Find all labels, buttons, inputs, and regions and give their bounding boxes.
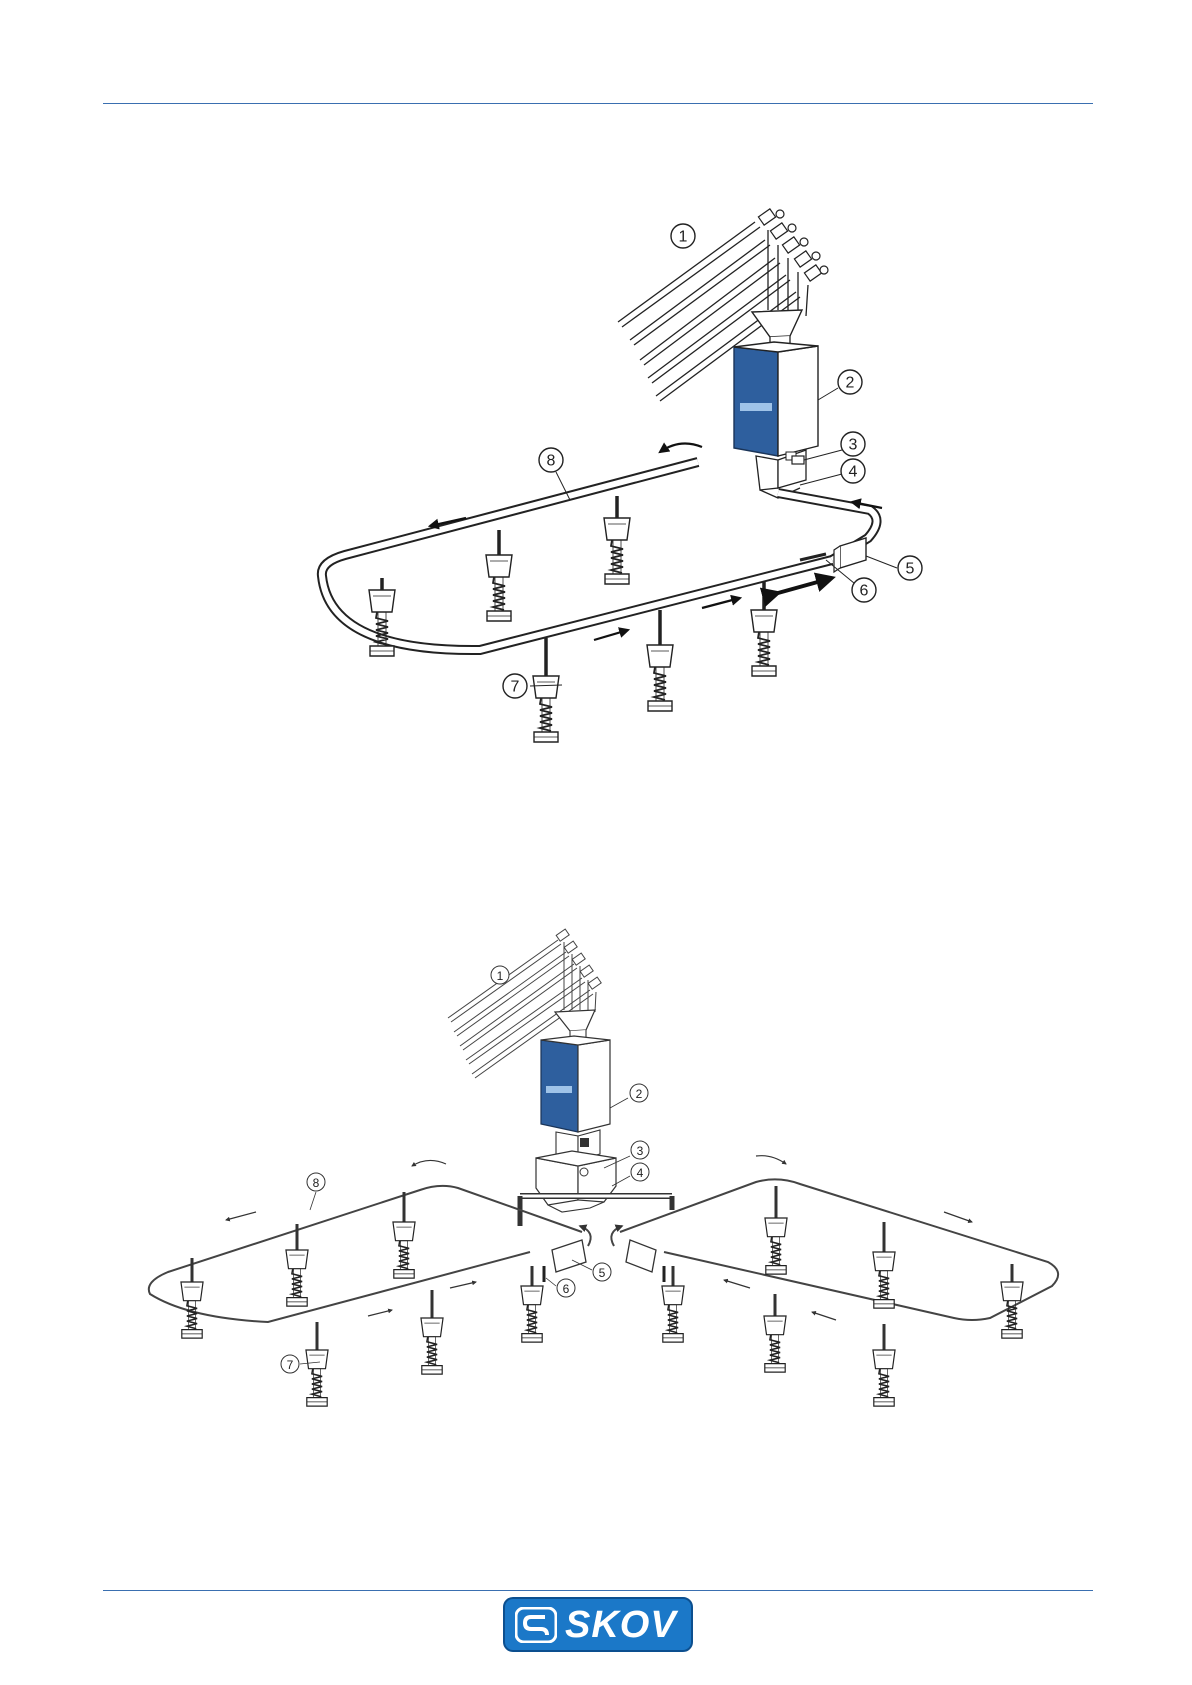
feeder-drop — [486, 555, 512, 621]
feeder-drop — [751, 610, 777, 676]
loop-returns — [580, 1226, 622, 1246]
callout-2: 2 — [838, 370, 862, 394]
brand-name: SKOV — [565, 1604, 677, 1647]
footer-rule — [103, 1590, 1093, 1591]
single-loop-feeding-diagram: 1 2 3 4 5 6 7 8 — [322, 209, 922, 742]
callout-7: 7 — [503, 674, 527, 698]
svg-text:2: 2 — [636, 1087, 643, 1101]
callout-leaders — [530, 388, 897, 686]
inlet-funnel — [752, 310, 802, 337]
svg-text:4: 4 — [637, 1166, 644, 1180]
svg-text:1: 1 — [679, 229, 688, 246]
callout-5: 5 — [593, 1263, 611, 1281]
drive-unit — [834, 538, 866, 572]
callout-6: 6 — [852, 578, 876, 602]
skov-logo: SKOV — [503, 1597, 693, 1652]
feeder-drop — [604, 518, 630, 584]
callout-6: 6 — [557, 1279, 575, 1297]
callout-8: 8 — [539, 448, 563, 472]
svg-text:5: 5 — [599, 1266, 606, 1280]
feeder-drop — [369, 590, 395, 656]
svg-text:3: 3 — [637, 1144, 644, 1158]
callout-8: 8 — [307, 1173, 325, 1191]
feed-mixer-unit — [734, 342, 818, 498]
svg-text:7: 7 — [287, 1358, 294, 1372]
svg-text:8: 8 — [547, 453, 556, 470]
callout-1: 1 — [491, 966, 509, 984]
svg-text:7: 7 — [511, 679, 520, 696]
callout-3: 3 — [631, 1141, 649, 1159]
callout-7: 7 — [281, 1355, 299, 1373]
svg-text:2: 2 — [846, 375, 855, 392]
inlet-funnel — [555, 1010, 595, 1031]
callout-1: 1 — [671, 224, 695, 248]
svg-text:8: 8 — [313, 1176, 320, 1190]
svg-text:6: 6 — [860, 583, 869, 600]
feed-line-loop-right — [620, 1179, 1058, 1320]
callout-4: 4 — [841, 459, 865, 483]
skov-logo-icon — [515, 1607, 557, 1643]
distance-double-arrow — [778, 578, 832, 593]
pipe-valves — [758, 209, 828, 281]
callout-2: 2 — [630, 1084, 648, 1102]
callout-5: 5 — [898, 556, 922, 580]
svg-text:4: 4 — [849, 464, 858, 481]
feeder-drop — [647, 645, 673, 711]
svg-text:1: 1 — [497, 969, 504, 983]
feed-line-loop-left — [149, 1186, 582, 1322]
feed-mixer-unit — [536, 1036, 616, 1212]
callout-3: 3 — [841, 432, 865, 456]
feed-line-loop — [322, 462, 877, 650]
double-loop-feeding-diagram: 1 2 3 4 5 6 7 8 — [149, 929, 1058, 1406]
callout-4: 4 — [631, 1163, 649, 1181]
svg-text:6: 6 — [563, 1282, 570, 1296]
svg-text:5: 5 — [906, 561, 915, 578]
svg-text:3: 3 — [849, 437, 858, 454]
